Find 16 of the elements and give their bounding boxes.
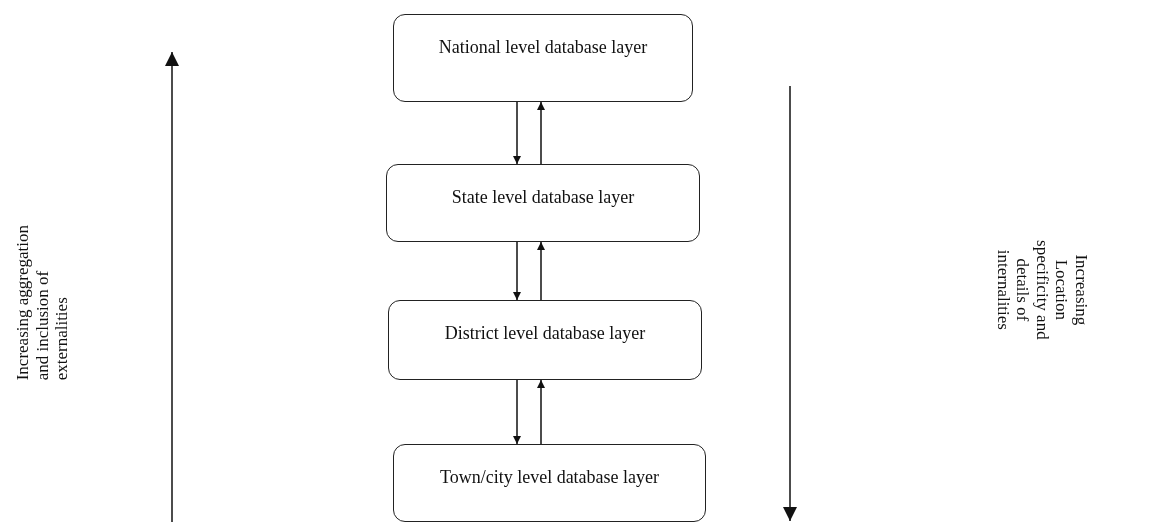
- arrow: [513, 379, 521, 445]
- layer-box: [393, 444, 706, 522]
- layer-box: [386, 164, 700, 242]
- layer-label: State level database layer: [451, 187, 635, 207]
- axis-caption: Increasing aggregation and inclusion of externalities: [12, 223, 72, 380]
- layer-label: National level database layer: [438, 37, 648, 57]
- layer-box: [393, 14, 693, 102]
- arrow: [537, 241, 545, 301]
- arrow: [537, 101, 545, 165]
- layer-label: Town/city level database layer: [439, 467, 660, 487]
- axis-caption: Increasing Location specificity and details of internalities: [993, 239, 1091, 342]
- layer-box: [388, 300, 702, 380]
- arrow: [513, 241, 521, 301]
- arrow: [513, 101, 521, 165]
- arrow: [537, 379, 545, 445]
- layer-label: District level database layer: [444, 323, 646, 343]
